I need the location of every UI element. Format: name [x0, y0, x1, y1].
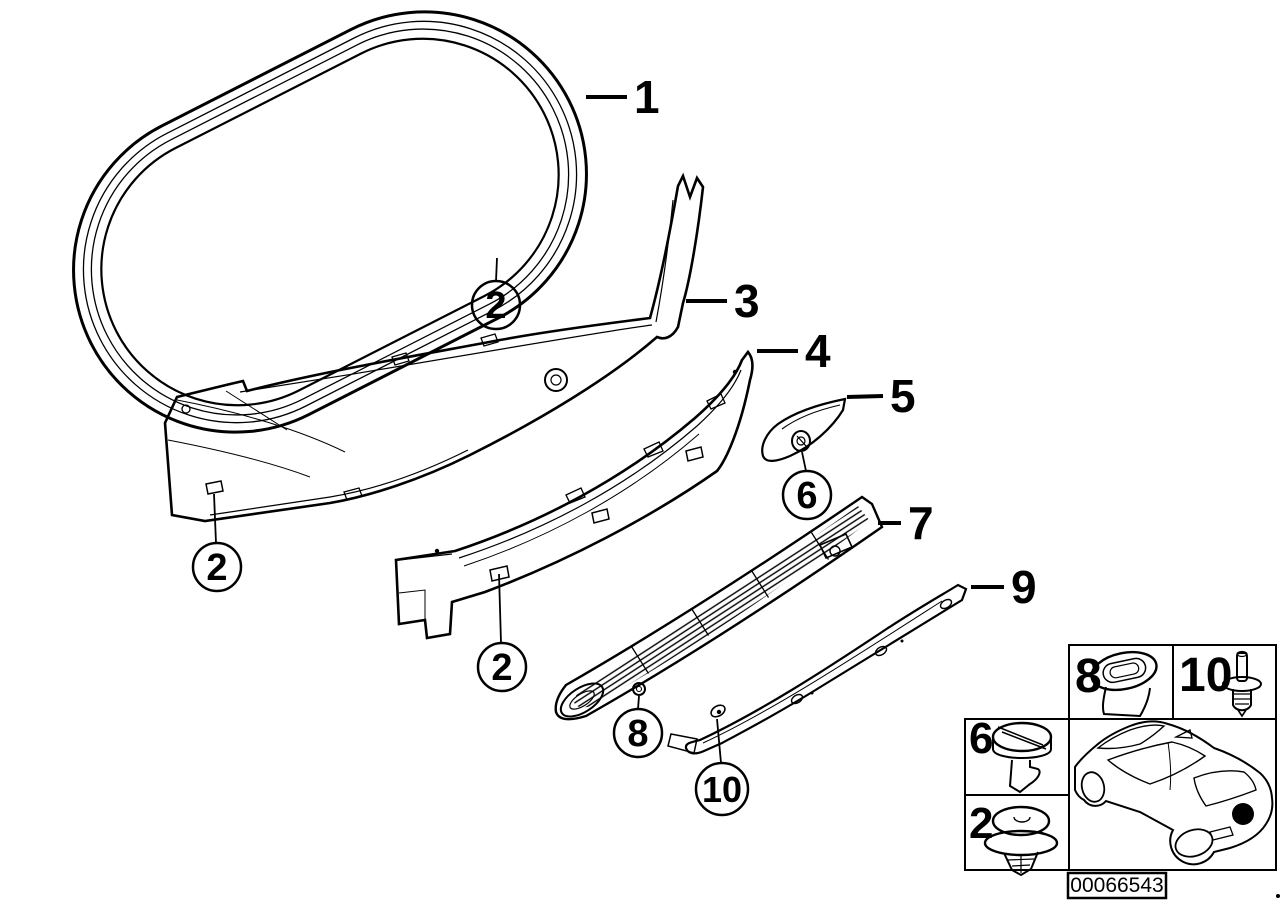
- grommet-hole: [791, 430, 811, 452]
- callout-2-lower-panel[interactable]: 2: [476, 573, 528, 693]
- expanding-rivet-icon: [1222, 650, 1262, 718]
- part-5-cover-flap: [761, 397, 847, 462]
- callout-circle[interactable]: [694, 761, 750, 817]
- callout-10-strip[interactable]: 10: [694, 718, 750, 817]
- antenna: [1173, 729, 1193, 739]
- leader-line: [637, 695, 640, 710]
- part-number-box: 00066543: [1066, 871, 1168, 900]
- grille-hatch: [574, 506, 870, 708]
- rear-wheel: [1174, 828, 1214, 858]
- callout-2-label[interactable]: 2: [206, 547, 227, 589]
- callout-2-seal[interactable]: 2: [470, 257, 522, 331]
- taillight: [1209, 826, 1234, 841]
- legend-grid: 8 10 6: [964, 644, 1277, 877]
- location-marker-dot: [1232, 803, 1254, 825]
- part-number-label: 00066543: [1070, 874, 1163, 897]
- clip-hole: [489, 565, 510, 582]
- car-outline: [1074, 720, 1274, 866]
- slotted-clip-icon: [991, 721, 1053, 794]
- callout-circle[interactable]: [191, 541, 243, 593]
- callout-3[interactable]: 3: [686, 275, 760, 327]
- legend-2-label[interactable]: 2: [969, 799, 993, 848]
- period-mark: [1276, 894, 1280, 898]
- callout-circle[interactable]: [781, 469, 833, 521]
- callout-circle[interactable]: [612, 707, 664, 759]
- part-1-seal: [72, 10, 588, 434]
- callout-10-label[interactable]: 10: [702, 769, 742, 810]
- strip-holes: [710, 598, 953, 718]
- callout-9-label[interactable]: 9: [1011, 561, 1037, 613]
- part-4-detail-lines: [398, 369, 742, 620]
- part-3-upper-trim-panel: [163, 172, 705, 523]
- callout-6-flap[interactable]: 6: [781, 451, 833, 521]
- leader-line: [716, 718, 722, 764]
- callout-5[interactable]: 5: [846, 370, 916, 422]
- callout-2-upper-panel[interactable]: 2: [191, 493, 243, 593]
- callout-7-label[interactable]: 7: [908, 497, 934, 549]
- leader-line: [498, 573, 502, 644]
- clip-hole: [685, 446, 704, 462]
- end-foot: [667, 733, 698, 754]
- callout-4[interactable]: 4: [757, 325, 831, 377]
- grommet-fastener: [632, 682, 646, 696]
- callout-circle[interactable]: [470, 279, 522, 331]
- front-wheel: [1080, 771, 1106, 803]
- side-window: [1106, 741, 1207, 785]
- legend-cell-8[interactable]: 8: [1068, 644, 1174, 720]
- push-clip-icon: [983, 805, 1059, 877]
- leader-line: [801, 451, 807, 472]
- car-location-thumbnail: [1068, 718, 1277, 871]
- leader-line: [213, 493, 217, 544]
- callout-6-label[interactable]: 6: [796, 475, 817, 517]
- callout-8-grille[interactable]: 8: [612, 695, 664, 759]
- grommet-hole: [544, 368, 568, 392]
- legend-8-label[interactable]: 8: [1075, 650, 1102, 703]
- part-4-lower-trim-panel: [394, 349, 754, 640]
- end-cap: [559, 682, 605, 718]
- clip-hole: [205, 480, 224, 495]
- callout-1-label[interactable]: 1: [634, 71, 660, 123]
- legend-cell-6[interactable]: 6: [964, 714, 1070, 796]
- leader-line: [846, 394, 884, 399]
- leader-line: [495, 257, 498, 282]
- windshield: [1096, 724, 1166, 750]
- legend-cell-10[interactable]: 10: [1172, 644, 1277, 720]
- callout-2-label[interactable]: 2: [485, 285, 506, 327]
- callout-5-label[interactable]: 5: [890, 370, 916, 422]
- screw-hole: [181, 404, 191, 414]
- callout-8-label[interactable]: 8: [627, 713, 648, 755]
- callout-7[interactable]: 7: [878, 497, 934, 549]
- grommet-icon: [1090, 650, 1158, 718]
- legend-6-label[interactable]: 6: [969, 714, 993, 763]
- legend-cell-2[interactable]: 2: [964, 794, 1070, 877]
- mount-bracket: [818, 532, 854, 560]
- part-3-detail-lines: [167, 199, 674, 516]
- part-9-sill-strip: [667, 583, 968, 755]
- callout-9[interactable]: 9: [971, 561, 1037, 613]
- callout-circle[interactable]: [476, 641, 528, 693]
- clip-hole: [591, 508, 610, 524]
- callout-1[interactable]: 1: [586, 71, 660, 123]
- rear-window: [1193, 770, 1257, 807]
- callout-4-label[interactable]: 4: [805, 325, 831, 377]
- callout-3-label[interactable]: 3: [734, 275, 760, 327]
- legend-10-label[interactable]: 10: [1179, 649, 1232, 702]
- part-7-grille-trim: [554, 495, 884, 721]
- callout-2-label[interactable]: 2: [491, 647, 512, 689]
